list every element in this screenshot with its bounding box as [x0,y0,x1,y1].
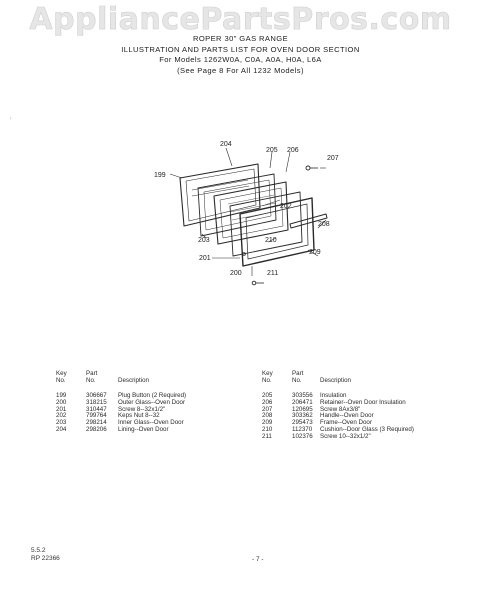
description-cell: Cushion--Door Glass (3 Required) [320,426,414,433]
part-number-cell: 318215 [86,398,107,406]
header-part: Part No. [86,370,97,384]
header-key-line2: No. [262,377,272,384]
key-cell: 205 [262,392,273,399]
watermark: AppliancePartsPros.com [29,2,452,38]
part-number-cell: 120695 [292,405,313,413]
description-cell: Handle--Oven Door [320,412,374,420]
key-cell: 210 [262,426,273,433]
description-cell: Keps Nut 8--32 [118,412,160,420]
title-line-3: For Models 1262W0A, C0A, A0A, H0A, L6A [159,55,322,64]
callout-211: 211 [267,270,279,277]
key-cell: 201 [56,405,67,413]
callout-209: 209 [309,249,321,256]
callout-200: 200 [230,270,242,277]
part-number-cell: 298214 [86,419,107,427]
part-number-cell: 112370 [292,426,313,433]
inner-glass-part [197,173,277,237]
frame-part [239,197,315,267]
key-cell: 207 [262,405,273,413]
key-cell: 199 [56,392,67,399]
title-line-1: ROPER 30" GAS RANGE [192,34,289,43]
title-line-2: ILLUSTRATION AND PARTS LIST FOR OVEN DOO… [121,44,360,54]
page-number: - 7 - [252,556,264,563]
insulation-part [213,181,289,245]
key-cell: 203 [56,419,67,427]
callout-210: 210 [265,237,277,244]
key-cell: 209 [262,419,273,427]
callout-201: 201 [199,255,211,262]
key-cell: 208 [262,412,273,420]
key-cell: 206 [262,398,273,406]
description-cell: Inner Glass--Oven Door [118,419,184,427]
header-key-line2: No. [56,377,66,384]
callout-202: 202 [280,203,292,210]
header-key-line1: Key [262,370,273,377]
key-cell: 200 [56,398,67,406]
description-cell: Insulation [320,392,347,399]
part-number-cell: 298206 [86,426,107,433]
part-number-cell: 303556 [292,392,313,399]
key-cell: 211 [262,432,272,440]
footer-code-2: RP 22366 [31,555,60,562]
margin-mark: ' [10,118,12,124]
key-cell: 204 [56,426,67,433]
header-description: Description [320,377,351,384]
callout-208: 208 [318,221,330,228]
title-line-4: (See Page 8 For All 1232 Models) [177,65,304,75]
description-cell: Plug Button (2 Required) [118,392,187,399]
description-cell: Retainer--Oven Door Insulation [320,398,406,406]
header-part-line1: Part [292,370,304,377]
oven-door-exploded-diagram [169,147,328,286]
part-number-cell: 295473 [292,419,313,427]
callout-204: 204 [220,141,232,148]
callout-207: 207 [327,155,339,162]
description-cell: Screw 10--32x1/2" [320,432,371,440]
header-key: Key No. [56,370,67,384]
header-part-line2: No. [86,377,96,384]
header-key-line1: Key [56,370,67,377]
description-cell: Screw 8Ax3/8" [320,405,361,413]
callout-205: 205 [266,147,278,154]
part-number-cell: 303362 [292,412,313,420]
description-cell: Outer Glass--Oven Door [118,398,186,406]
header-description: Description [118,377,149,384]
header-part-line1: Part [86,370,98,377]
description-cell: Frame--Oven Door [320,419,372,427]
handle-part [289,213,328,229]
key-cell: 202 [56,412,67,420]
part-number-cell: 102376 [292,432,313,440]
description-cell: Lining--Oven Door [118,426,169,433]
part-number-cell: 206471 [292,398,313,406]
header-part-line2: No. [292,377,302,384]
callout-203: 203 [198,237,210,244]
lining-part [179,163,261,227]
part-number-cell: 799764 [86,412,107,420]
header-part: Part No. [292,370,303,384]
footer-code-1: 5.5.2 [31,547,46,554]
callout-199: 199 [154,172,166,179]
title-block: ROPER 30" GAS RANGE ILLUSTRATION AND PAR… [0,34,481,76]
part-number-cell: 310447 [86,405,107,413]
header-key: Key No. [262,370,273,384]
description-cell: Screw 8--32x1/2" [118,405,166,413]
outer-glass-part [229,191,303,257]
callout-206: 206 [287,147,299,154]
part-number-cell: 306667 [86,392,107,399]
